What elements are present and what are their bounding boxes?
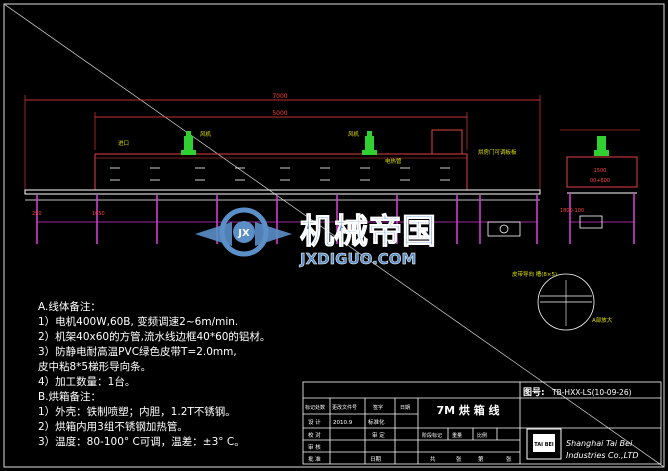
drawing-title: 7M 烘 箱 线: [436, 403, 499, 417]
label-fan-1: 风机: [200, 130, 212, 138]
side-elevation: 1500 00+800 1800-100: [560, 129, 640, 244]
company-line-1: Shanghai Tai Bei: [566, 439, 633, 448]
tb-date: 日期: [400, 405, 410, 411]
tb-sheet-no: 第: [478, 455, 484, 463]
tb-date-2: 日期: [370, 456, 382, 463]
tb-change-doc: 更改文件号: [332, 404, 357, 411]
dim-mid-leg: 1650: [92, 211, 105, 217]
tb-design-val: 2010.9: [333, 420, 353, 426]
note-b1: 1）外壳：铁制喷塑；内胆，1.2T不锈钢。: [38, 406, 236, 418]
notes-section-a: A.线体备注：: [38, 301, 101, 313]
label-fan-2: 风机: [348, 130, 360, 138]
tb-review: 审 定: [372, 431, 385, 439]
front-elevation: 7000 5000: [24, 93, 541, 244]
fan-motor-2: [362, 131, 377, 155]
fan-motor-1: [181, 131, 196, 155]
svg-text:TAI BEI: TAI BEI: [534, 442, 554, 448]
tb-sign: 签字: [373, 404, 383, 411]
note-a3b: 皮中粘8*5梯形导向条。: [38, 361, 152, 373]
diagonal-line: [3, 3, 665, 468]
tb-audit: 审 核: [308, 443, 321, 451]
dim-side-2: 00+800: [590, 178, 610, 184]
tb-check: 校 对: [308, 431, 321, 439]
dim-oven: 5000: [272, 110, 287, 117]
note-a4: 4）加工数量：1台。: [38, 376, 136, 388]
note-a1: 1）电机400W,60B, 变频调速2~6m/min.: [38, 316, 239, 328]
drive-unit: [487, 221, 521, 237]
company-line-2: Industries Co.,LTD: [566, 451, 639, 460]
tb-stage: 阶段标记: [422, 432, 442, 439]
side-fan: [597, 136, 606, 150]
label-detail-scale: A部放大: [592, 316, 613, 324]
company-logo: TAI BEI: [526, 428, 562, 460]
oven-body: [94, 153, 468, 191]
note-b2: 2）烘箱内用3组不锈钢加热管。: [38, 421, 188, 433]
tb-approve: 批 准: [308, 455, 321, 463]
conveyor-belt: [24, 189, 541, 195]
tb-sheet: 张: [456, 455, 462, 463]
label-heater: 电热管: [385, 157, 402, 165]
dim-left-leg: 250: [32, 211, 42, 217]
watermark-logo: JX 机械帝国 JXDIGUO.COM: [195, 207, 437, 268]
label-hood: 烘房门可调板板: [478, 148, 517, 156]
label-detail: 皮带导向 槽(8×5): [512, 270, 557, 278]
label-inlet: 进口: [118, 139, 129, 147]
title-block-text: 标记处数 更改文件号 签字 日期 设 计 2010.9 标准化 校 对 审 定 …: [305, 387, 639, 463]
title-block: [302, 381, 662, 465]
svg-text:JX: JX: [237, 228, 250, 239]
dim-side-1: 1500: [594, 168, 607, 174]
dim-side-h: 1800-100: [560, 208, 584, 214]
dim-overall: 7000: [272, 93, 287, 100]
tb-scale: 比例: [477, 432, 487, 439]
notes-section-b: B.烘箱备注：: [38, 391, 102, 403]
drawing-no: TB-HXX-LS(10-09-26): [551, 388, 632, 397]
heater-slots: [110, 167, 450, 181]
tb-standard: 标准化: [368, 418, 385, 426]
detail-a: 皮带导向 槽(8×5) A部放大: [512, 270, 613, 331]
watermark-url: JXDIGUO.COM: [299, 250, 416, 268]
tb-design: 设 计: [308, 418, 321, 426]
tb-sheet-total: 共: [430, 455, 436, 463]
note-a3: 3）防静电耐高温PVC绿色皮带T=2.0mm,: [38, 346, 237, 358]
drawing-no-label: 图号:: [523, 387, 545, 398]
note-b3: 3）温度：80-100° C可调，温差：±3° C。: [38, 436, 245, 448]
watermark-brand: 机械帝国: [300, 212, 436, 252]
tb-weight: 重量: [452, 432, 462, 439]
tb-mark: 标记处数: [305, 404, 325, 411]
oven-hood: [431, 129, 463, 155]
note-a2: 2）机架40x60的方管,流水线边框40*60的铝材。: [38, 331, 271, 343]
drawing-border: [3, 3, 665, 468]
tb-sheet-unit: 张: [506, 455, 512, 463]
